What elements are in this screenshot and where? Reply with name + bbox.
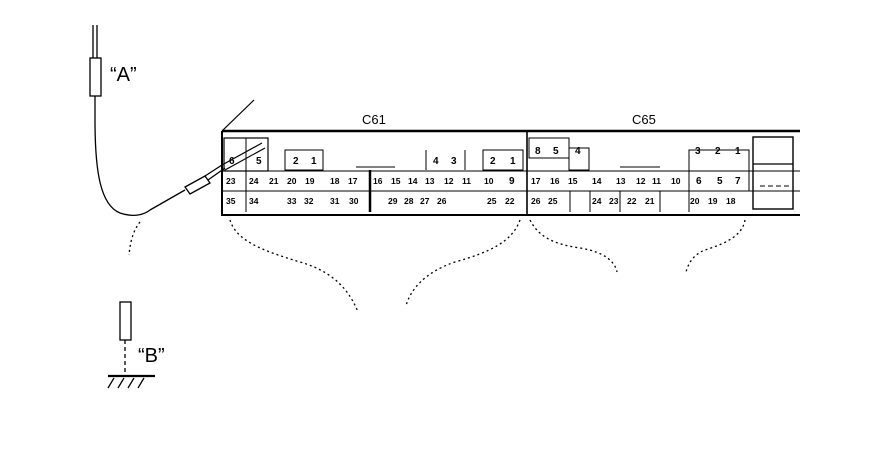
pin-c65-5: 5 [717, 176, 723, 187]
pin-c61-15: 15 [391, 176, 401, 186]
brace-probe [128, 221, 141, 256]
brace-c61 [229, 219, 521, 313]
pin-c61-5: 5 [256, 156, 262, 167]
pin-c61-21: 21 [269, 176, 279, 186]
pin-c65-20: 20 [690, 196, 700, 206]
pin-c61-27: 27 [420, 196, 430, 206]
pin-c61-25: 25 [487, 196, 497, 206]
pin-c65-3: 3 [695, 146, 701, 157]
pin-c61-34: 34 [249, 196, 259, 206]
pin-c61-2: 2 [490, 156, 496, 167]
pin-c61-17: 17 [348, 176, 358, 186]
pin-c65-11: 11 [652, 176, 661, 186]
pin-c65-2: 2 [715, 146, 721, 157]
pin-c65-4: 4 [575, 146, 581, 157]
pin-c65-14: 14 [592, 176, 602, 186]
pin-c65-13: 13 [616, 176, 626, 186]
pin-c61-22: 22 [505, 196, 515, 206]
pin-c61-9: 9 [509, 176, 515, 187]
pin-c61-2: 2 [293, 156, 299, 167]
pin-c61-16: 16 [373, 176, 383, 186]
pin-c65-17: 17 [531, 176, 541, 186]
pin-c65-16: 16 [550, 176, 560, 186]
pin-c65-25: 25 [548, 196, 558, 206]
pin-c61-30: 30 [349, 196, 359, 206]
pin-c65-8: 8 [535, 146, 541, 157]
pin-c65-15: 15 [568, 176, 578, 186]
connector-c65-label: C65 [632, 112, 656, 127]
connector-body [221, 99, 800, 216]
pin-c65-18: 18 [726, 196, 736, 206]
pin-c65-22: 22 [627, 196, 637, 206]
pin-c65-5: 5 [553, 146, 559, 157]
pin-c61-24: 24 [249, 176, 259, 186]
pin-c61-3: 3 [451, 156, 457, 167]
pin-c61-35: 35 [226, 196, 236, 206]
pin-c65-1: 1 [735, 146, 741, 157]
probe-a-label: “A” [110, 64, 137, 86]
probe-a [89, 25, 226, 216]
pin-c61-33: 33 [287, 196, 297, 206]
pin-c61-4: 4 [433, 156, 439, 167]
probe-b [107, 301, 155, 389]
pin-c65-7: 7 [735, 176, 741, 187]
pin-c65-19: 19 [708, 196, 718, 206]
pin-c61-6: 6 [229, 156, 235, 167]
pin-c61-1: 1 [510, 156, 516, 167]
pin-c61-14: 14 [408, 176, 418, 186]
pin-c65-24: 24 [592, 196, 602, 206]
pin-c65-6: 6 [696, 176, 702, 187]
pin-c65-26: 26 [531, 196, 541, 206]
pin-c61-23: 23 [226, 176, 236, 186]
pin-c61-10: 10 [484, 176, 494, 186]
pin-c61-11: 11 [462, 176, 471, 186]
pin-c65-10: 10 [671, 176, 681, 186]
probe-b-label: “B” [138, 345, 165, 367]
pin-c61-29: 29 [388, 196, 398, 206]
pin-c65-21: 21 [645, 196, 655, 206]
pin-c61-20: 20 [287, 176, 297, 186]
pin-c61-1: 1 [311, 156, 317, 167]
pin-c65-23: 23 [609, 196, 619, 206]
connector-c61-label: C61 [362, 112, 386, 127]
pin-c61-12: 12 [444, 176, 454, 186]
probe-a-tip [221, 142, 266, 171]
pin-c61-13: 13 [425, 176, 435, 186]
pin-c61-28: 28 [404, 196, 414, 206]
pin-c61-26: 26 [437, 196, 447, 206]
pin-c65-12: 12 [636, 176, 646, 186]
pin-c61-32: 32 [304, 196, 314, 206]
pin-c61-19: 19 [305, 176, 315, 186]
pin-c61-31: 31 [330, 196, 340, 206]
pin-c61-18: 18 [330, 176, 340, 186]
brace-c65 [529, 219, 746, 273]
